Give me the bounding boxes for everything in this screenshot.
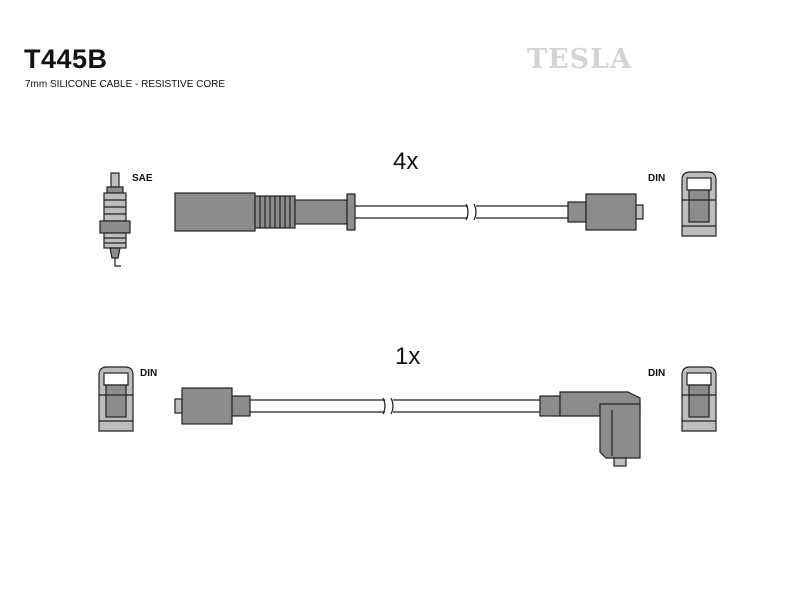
coil-connector-straight: [174, 387, 251, 425]
boot-ribs: [254, 195, 296, 229]
end-a-label-set-1: SAE: [132, 173, 153, 184]
cable-set-2: [174, 387, 641, 467]
wire: [250, 397, 540, 415]
cable-description: 7mm SILICONE CABLE - RESISTIVE CORE: [25, 79, 226, 90]
quantity-label-set-2: 1x: [395, 343, 421, 370]
din-terminal-icon: [681, 171, 717, 237]
din-terminal-icon: [681, 366, 717, 432]
quantity-label-set-1: 4x: [393, 148, 419, 175]
plug-boot-angled: [539, 391, 641, 467]
plug-boot-straight: [174, 192, 256, 232]
brand-logo: TESLA: [527, 44, 633, 75]
end-b-label-set-2: DIN: [648, 368, 666, 379]
part-number: T445B: [24, 44, 108, 74]
end-a-label-set-2: DIN: [140, 368, 158, 379]
din-terminal-icon: [98, 366, 134, 432]
wire: [355, 203, 568, 221]
end-b-label-set-1: DIN: [648, 173, 666, 184]
coil-connector-straight: [567, 193, 644, 231]
cable-set-1: [174, 192, 644, 232]
spark-plug-icon: [99, 172, 131, 267]
